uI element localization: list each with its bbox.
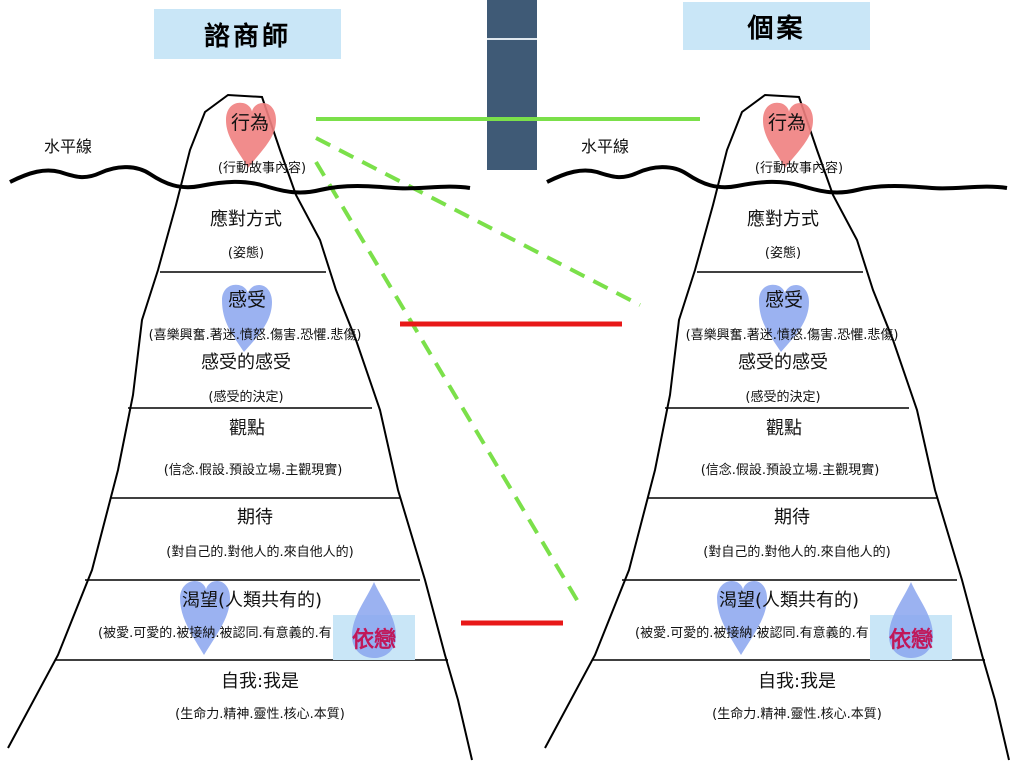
expectation-sub-label: (對自己的.對他人的.來自他人的) (166, 544, 353, 560)
waterline-wave (9, 165, 471, 195)
self-label: 自我:我是 (221, 671, 299, 692)
behavior-label: 行為 (768, 112, 806, 134)
behavior-label: 行為 (231, 112, 269, 134)
perception-sub-label: (信念.假設.預設立場.主觀現實) (701, 462, 880, 478)
yearning-sub-label: (被愛.可愛的.被接納.被認同.有意義的.有 (98, 625, 332, 641)
yearning-label: 渴望(人類共有的) (719, 590, 859, 611)
center-divider-notch (487, 38, 537, 40)
blue-heart-icon (717, 580, 767, 655)
feelings-about-label: 感受的感受 (738, 352, 828, 373)
feelings-sub-label: (喜樂興奮.著迷.憤怒.傷害.恐懼.悲傷) (686, 327, 899, 343)
center-divider-bar (487, 0, 537, 170)
perception-label: 觀點 (766, 418, 802, 439)
self-sub-label: (生命力.精神.靈性.核心.本質) (712, 706, 882, 722)
attachment-label: 依戀 (889, 627, 933, 653)
blue-heart-icon (222, 284, 272, 352)
feelings-label: 感受 (765, 289, 803, 311)
expectation-label: 期待 (237, 507, 273, 528)
iceberg-outline (544, 93, 1010, 761)
perception-label: 觀點 (229, 418, 265, 439)
feelings-label: 感受 (228, 289, 266, 311)
expectation-label: 期待 (774, 507, 810, 528)
connector-lines (314, 117, 700, 626)
waterline-label: 水平線 (44, 137, 92, 156)
counselor-title: 諮商師 (154, 9, 341, 59)
dashed-link-yearning (314, 160, 582, 607)
counselor-iceberg: 水平線 行為 (行動故事內容) 應對方式 (姿態) 感受 (喜樂興奮.著迷.憤怒… (7, 93, 473, 761)
iceberg-outline (7, 93, 473, 761)
blue-heart-icon (180, 580, 230, 655)
expectation-sub-label: (對自己的.對他人的.來自他人的) (703, 544, 890, 560)
yearning-label: 渴望(人類共有的) (182, 590, 322, 611)
coping-sub-label: (姿態) (228, 245, 264, 261)
waterline-wave (546, 165, 1008, 195)
self-sub-label: (生命力.精神.靈性.核心.本質) (175, 706, 345, 722)
perception-sub-label: (信念.假設.預設立場.主觀現實) (164, 462, 343, 478)
blue-heart-icon (759, 284, 809, 352)
coping-sub-label: (姿態) (765, 245, 801, 261)
client-title: 個案 (683, 2, 870, 50)
self-label: 自我:我是 (758, 671, 836, 692)
coping-label: 應對方式 (747, 208, 819, 230)
dashed-link-coping (315, 136, 641, 307)
coping-label: 應對方式 (210, 208, 282, 230)
red-heart-icon (763, 102, 813, 168)
behavior-sub-label: (行動故事內容) (755, 160, 843, 176)
attachment-label: 依戀 (352, 627, 396, 653)
feelings-about-sub-label: (感受的決定) (208, 389, 283, 405)
feelings-about-label: 感受的感受 (201, 352, 291, 373)
feelings-sub-label: (喜樂興奮.著迷.憤怒.傷害.恐懼.悲傷) (149, 327, 362, 343)
blue-drop-icon (352, 582, 396, 658)
feelings-about-sub-label: (感受的決定) (745, 389, 820, 405)
red-heart-icon (226, 102, 276, 168)
waterline-label: 水平線 (581, 137, 629, 156)
blue-drop-icon (889, 582, 933, 658)
behavior-sub-label: (行動故事內容) (218, 160, 306, 176)
client-iceberg: 水平線 行為 (行動故事內容) 應對方式 (姿態) 感受 (喜樂興奮.著迷.憤怒… (544, 93, 1010, 761)
yearning-sub-label: (被愛.可愛的.被接納.被認同.有意義的.有 (635, 625, 869, 641)
